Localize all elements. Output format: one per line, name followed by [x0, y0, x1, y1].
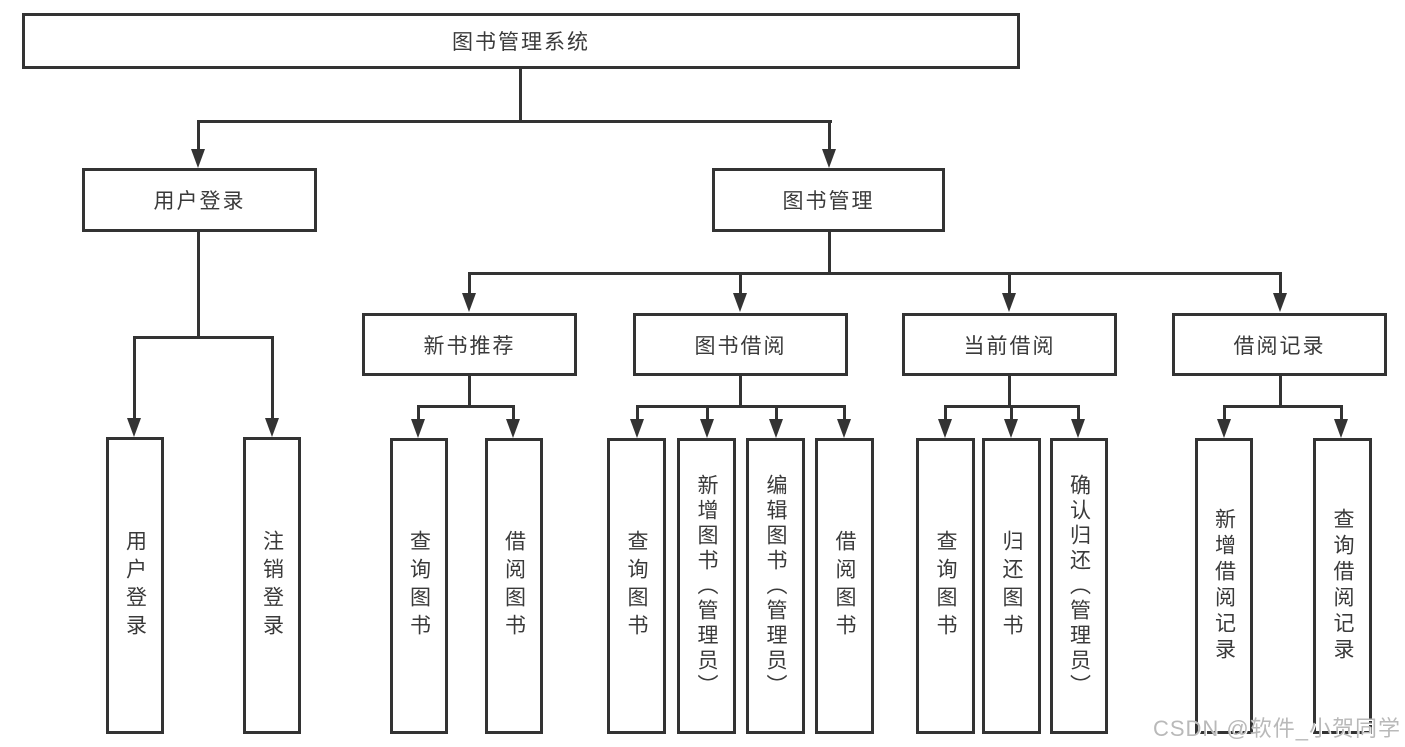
arrowhead-br-query — [1334, 419, 1348, 438]
connector-new-book-rec-rail — [417, 405, 515, 408]
node-leaf-cb-confirm-label: 确认归还（管理员） — [1067, 473, 1091, 699]
connector-drop-nbr-query — [417, 405, 420, 420]
node-user-login: 用户登录 — [82, 168, 317, 232]
node-leaf-cb-query: 查询图书 — [916, 438, 975, 734]
node-borrow-records: 借阅记录 — [1172, 313, 1387, 376]
arrowhead-nbr-borrow — [506, 419, 520, 438]
node-leaf-bb-borrow: 借阅图书 — [815, 438, 874, 734]
node-leaf-cb-query-label: 查询图书 — [934, 530, 957, 642]
connector-user-login-rail — [133, 336, 274, 339]
connector-drop-bb-borrow — [843, 405, 846, 420]
connector-drop-cb-return — [1010, 405, 1013, 420]
node-book-mgmt-label: 图书管理 — [782, 190, 875, 213]
connector-level3-rail — [468, 272, 1282, 275]
node-book-mgmt: 图书管理 — [712, 168, 945, 232]
arrowhead-bb-add — [700, 419, 714, 438]
node-current-borrow-label: 当前借阅 — [963, 334, 1056, 358]
connector-drop-new-book-rec — [468, 272, 471, 294]
arrowhead-new-book-rec — [462, 293, 476, 312]
node-leaf-user-login: 用户登录 — [106, 437, 164, 734]
connector-new-book-rec-stem — [468, 376, 471, 405]
node-leaf-br-query: 查询借阅记录 — [1313, 438, 1372, 734]
connector-drop-leaf-logout — [271, 336, 274, 419]
connector-book-borrow-stem — [739, 376, 742, 405]
arrowhead-user-login — [191, 149, 205, 168]
connector-drop-nbr-borrow — [512, 405, 515, 420]
arrowhead-cb-query — [938, 419, 952, 438]
arrowhead-cb-confirm — [1071, 419, 1085, 438]
node-leaf-bb-add: 新增图书（管理员） — [677, 438, 736, 734]
node-leaf-logout-label: 注销登录 — [260, 529, 284, 642]
arrowhead-book-borrow — [733, 293, 747, 312]
arrowhead-nbr-query — [411, 419, 425, 438]
connector-current-borrow-stem — [1008, 376, 1011, 405]
connector-drop-br-query — [1340, 405, 1343, 420]
connector-user-login-stem — [197, 232, 200, 336]
node-leaf-cb-confirm: 确认归还（管理员） — [1050, 438, 1108, 734]
connector-borrow-records-stem — [1279, 376, 1282, 405]
node-leaf-nbr-borrow: 借阅图书 — [485, 438, 543, 734]
connector-book-borrow-rail — [636, 405, 846, 408]
connector-drop-book-mgmt — [828, 120, 831, 150]
node-leaf-br-add-label: 新增借阅记录 — [1212, 508, 1236, 664]
connector-drop-current-borrow — [1008, 272, 1011, 294]
arrowhead-leaf-logout — [265, 418, 279, 437]
connector-drop-br-add — [1223, 405, 1226, 420]
connector-drop-cb-query — [944, 405, 947, 420]
connector-borrow-records-rail — [1223, 405, 1343, 408]
arrowhead-borrow-records — [1273, 293, 1287, 312]
connector-book-mgmt-stem — [828, 232, 831, 272]
node-new-book-rec: 新书推荐 — [362, 313, 577, 376]
node-leaf-br-add: 新增借阅记录 — [1195, 438, 1253, 734]
arrowhead-leaf-user-login — [127, 418, 141, 437]
node-new-book-rec-label: 新书推荐 — [423, 334, 516, 358]
connector-drop-borrow-records — [1279, 272, 1282, 294]
arrowhead-bb-query — [630, 419, 644, 438]
connector-drop-book-borrow — [739, 272, 742, 294]
node-leaf-nbr-borrow-label: 借阅图书 — [502, 530, 526, 642]
connector-root-stem — [519, 69, 522, 120]
arrowhead-current-borrow — [1002, 293, 1016, 312]
node-leaf-bb-edit-label: 编辑图书（管理员） — [764, 473, 787, 699]
node-leaf-bb-edit: 编辑图书（管理员） — [746, 438, 805, 734]
node-book-borrow-label: 图书借阅 — [694, 334, 787, 358]
node-leaf-user-login-label: 用户登录 — [123, 529, 147, 642]
node-leaf-cb-return: 归还图书 — [982, 438, 1041, 734]
node-root-label: 图书管理系统 — [452, 31, 590, 54]
node-user-login-label: 用户登录 — [153, 190, 246, 213]
connector-drop-cb-confirm — [1077, 405, 1080, 420]
arrowhead-bb-borrow — [837, 419, 851, 438]
node-leaf-nbr-query: 查询图书 — [390, 438, 448, 734]
connector-drop-bb-query — [636, 405, 639, 420]
connector-drop-bb-edit — [775, 405, 778, 420]
connector-level2-rail — [197, 120, 832, 123]
node-leaf-br-query-label: 查询借阅记录 — [1331, 508, 1354, 664]
node-leaf-bb-borrow-label: 借阅图书 — [833, 530, 856, 642]
node-leaf-logout: 注销登录 — [243, 437, 301, 734]
node-leaf-bb-query: 查询图书 — [607, 438, 666, 734]
arrowhead-br-add — [1217, 419, 1231, 438]
connector-drop-bb-add — [706, 405, 709, 420]
node-leaf-bb-query-label: 查询图书 — [625, 530, 648, 642]
arrowhead-book-mgmt — [822, 149, 836, 168]
node-borrow-records-label: 借阅记录 — [1233, 334, 1326, 358]
arrowhead-bb-edit — [769, 419, 783, 438]
arrowhead-cb-return — [1004, 419, 1018, 438]
connector-drop-user-login — [197, 120, 200, 150]
connector-drop-leaf-user-login — [133, 336, 136, 419]
csdn-watermark: CSDN @软件_小贺同学 — [1152, 716, 1401, 741]
node-current-borrow: 当前借阅 — [902, 313, 1117, 376]
node-root: 图书管理系统 — [22, 13, 1020, 69]
node-leaf-cb-return-label: 归还图书 — [1000, 530, 1023, 642]
node-leaf-nbr-query-label: 查询图书 — [407, 530, 431, 642]
node-leaf-bb-add-label: 新增图书（管理员） — [695, 473, 718, 699]
node-book-borrow: 图书借阅 — [633, 313, 848, 376]
